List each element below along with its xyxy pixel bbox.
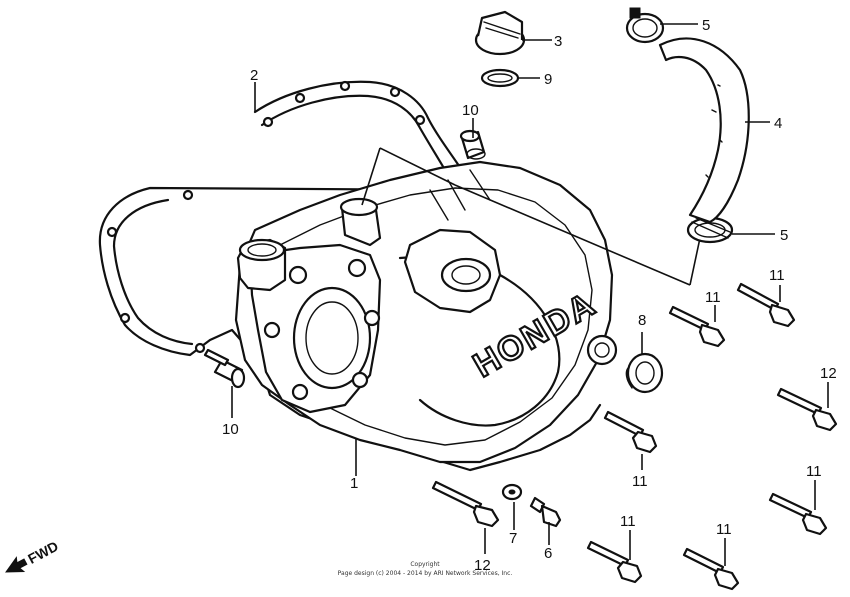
callout-1[interactable]: 1 — [350, 475, 358, 492]
flange-bolt-12-c[interactable] — [203, 348, 230, 367]
callout-9[interactable]: 9 — [544, 71, 552, 88]
callout-3[interactable]: 3 — [554, 33, 562, 50]
oil-seal-part[interactable] — [625, 332, 664, 394]
callout-11-f[interactable]: 11 — [716, 521, 732, 538]
forward-direction-indicator: FWD — [5, 538, 61, 573]
gasket-part[interactable] — [98, 80, 602, 472]
reference-lines — [361, 147, 701, 286]
water-hose-part[interactable] — [658, 37, 770, 224]
flange-bolt-11-a[interactable] — [736, 282, 796, 328]
copyright-notice: Copyright Page design (c) 2004 - 2014 by… — [338, 561, 513, 577]
hose-clamp-upper-part[interactable] — [625, 7, 698, 44]
copyright-line-1: Copyright — [410, 561, 440, 568]
callout-11-d[interactable]: 11 — [806, 463, 822, 480]
hose-clamp-lower-part[interactable] — [686, 216, 775, 244]
flange-bolt-11-b[interactable] — [668, 305, 726, 348]
dowel-pin-lower-part[interactable] — [213, 358, 246, 418]
forward-arrow-icon — [5, 556, 28, 573]
callout-11-c[interactable]: 11 — [632, 473, 648, 490]
callout-11-a[interactable]: 11 — [769, 267, 785, 284]
callout-4[interactable]: 4 — [774, 115, 782, 132]
callout-6[interactable]: 6 — [544, 545, 552, 562]
flange-bolt-11-d[interactable] — [768, 480, 828, 536]
drain-bolt-part[interactable] — [529, 496, 562, 545]
callout-5-upper[interactable]: 5 — [702, 17, 710, 34]
fwd-label: FWD — [25, 538, 61, 567]
leader-lines — [254, 82, 474, 476]
flange-bolt-12-b[interactable] — [431, 480, 500, 554]
callout-8[interactable]: 8 — [638, 312, 646, 329]
flange-bolt-11-c[interactable] — [603, 410, 658, 470]
callout-labels: 1 2 3 4 5 5 6 7 8 9 10 10 11 11 11 11 11… — [222, 17, 837, 574]
o-ring-part[interactable] — [480, 68, 540, 88]
copyright-line-2: Page design (c) 2004 - 2014 by ARI Netwo… — [338, 570, 513, 577]
oil-filler-cap-part[interactable] — [474, 10, 552, 56]
washer-part[interactable] — [501, 483, 523, 530]
callout-2[interactable]: 2 — [250, 67, 258, 84]
callout-10-lower[interactable]: 10 — [222, 421, 239, 438]
callout-12-b[interactable]: 12 — [474, 557, 491, 574]
callout-11-b[interactable]: 11 — [705, 289, 721, 306]
flange-bolt-11-e[interactable] — [586, 530, 643, 584]
callout-11-e[interactable]: 11 — [620, 513, 636, 530]
callout-12-a[interactable]: 12 — [820, 365, 837, 382]
callout-7[interactable]: 7 — [509, 530, 517, 547]
flange-bolt-11-f[interactable] — [682, 538, 740, 591]
callout-10-upper[interactable]: 10 — [462, 102, 479, 119]
flange-bolt-12-a[interactable] — [776, 382, 838, 432]
callout-5-lower[interactable]: 5 — [780, 227, 788, 244]
crankcase-cover-part[interactable]: HONDA — [234, 160, 618, 464]
